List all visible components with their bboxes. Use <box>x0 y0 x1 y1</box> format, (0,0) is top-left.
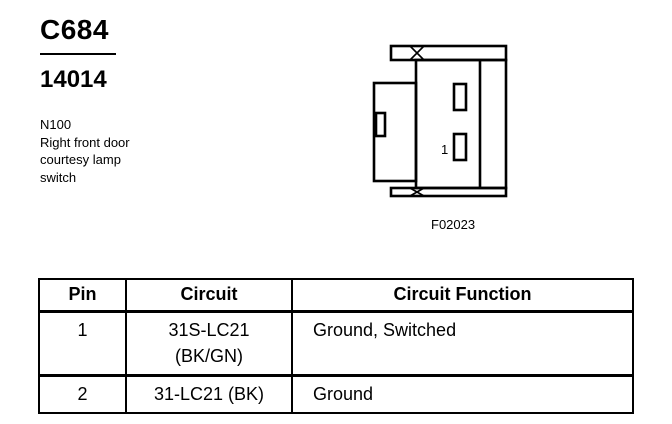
cell-pin: 1 <box>38 310 127 377</box>
header-circuit-function: Circuit Function <box>291 278 634 313</box>
part-number: 14014 <box>40 66 107 93</box>
table-row: 1 31S-LC21 (BK/GN) Ground, Switched <box>38 310 634 377</box>
header-circuit: Circuit <box>125 278 293 313</box>
pin-cavity-1 <box>452 132 468 162</box>
pin-table: Pin Circuit Circuit Function 1 31S-LC21 … <box>38 278 634 414</box>
connector-latch-housing <box>372 81 418 183</box>
figure-label: F02023 <box>431 217 476 232</box>
connector-description: N100 Right front door courtesy lamp swit… <box>40 116 130 186</box>
table-header-row: Pin Circuit Circuit Function <box>38 278 634 313</box>
connector-top-flange <box>389 44 508 62</box>
description-line: courtesy lamp <box>40 152 121 167</box>
connector-id: C684 <box>40 14 109 45</box>
description-line: Right front door <box>40 134 130 150</box>
pin-cavity-2 <box>452 82 468 112</box>
table-row: 2 31-LC21 (BK) Ground <box>38 374 634 414</box>
description-line: switch <box>40 169 77 185</box>
connector-bottom-flange <box>389 186 508 198</box>
cell-circuit: 31S-LC21 (BK/GN) <box>125 310 293 377</box>
description-line: N100 <box>40 117 72 132</box>
circuit-line: 31-LC21 (BK) <box>153 384 265 404</box>
title-underline <box>40 53 116 55</box>
circuit-line: (BK/GN) <box>174 346 243 366</box>
cell-circuit: 31-LC21 (BK) <box>125 374 293 414</box>
pin-1-label: 1 <box>441 142 448 157</box>
connector-latch-tab <box>374 111 387 138</box>
connector-face-diagram: 1 <box>372 44 508 198</box>
cell-pin: 2 <box>38 374 127 414</box>
cell-circuit-function: Ground <box>291 374 634 414</box>
connector-body <box>414 58 508 190</box>
circuit-line: 31S-LC21 <box>168 320 250 340</box>
cell-circuit-function: Ground, Switched <box>291 310 634 377</box>
header-pin: Pin <box>38 278 127 313</box>
